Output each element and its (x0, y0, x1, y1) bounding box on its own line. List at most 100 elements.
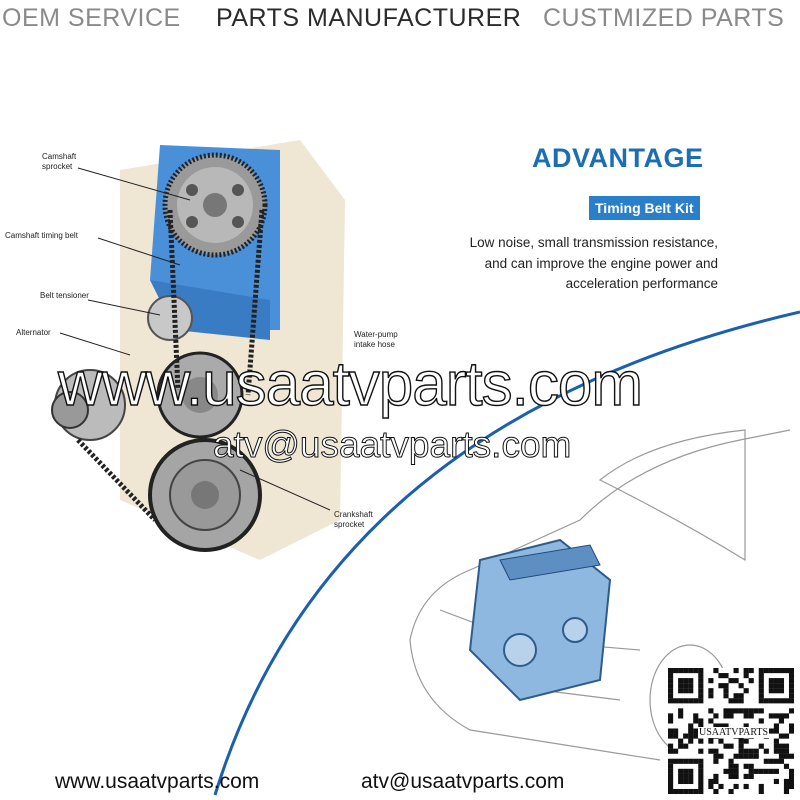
qr-module (743, 753, 749, 759)
header-customized-parts: CUSTMIZED PARTS (543, 4, 785, 32)
qr-module (678, 738, 684, 744)
qr-module (758, 673, 764, 679)
qr-module (698, 778, 704, 785)
qr-module (778, 748, 785, 754)
qr-module (773, 728, 779, 734)
qr-module (778, 683, 785, 689)
qr-module (728, 743, 734, 749)
qr-module (773, 768, 779, 774)
qr-module (673, 748, 679, 754)
qr-module (713, 713, 719, 719)
qr-module (688, 733, 694, 739)
watermark-website: www.usaatvparts.com (57, 350, 643, 419)
qr-module (758, 768, 764, 774)
qr-module (738, 738, 744, 744)
qr-module (668, 783, 674, 790)
qr-module (683, 778, 689, 785)
qr-module (768, 758, 774, 764)
engine-render (468, 538, 612, 702)
qr-module (773, 758, 779, 764)
qr-module (768, 728, 774, 734)
qr-module (768, 713, 774, 719)
qr-module (688, 698, 694, 704)
qr-module (688, 768, 694, 774)
qr-module (698, 688, 704, 694)
qr-module (698, 773, 704, 779)
qr-module (683, 788, 689, 794)
qr-module (668, 773, 674, 779)
qr-module (688, 688, 694, 694)
qr-module (773, 698, 779, 704)
label-alternator: Alternator (16, 328, 51, 337)
advantage-description: Low noise, small transmission resistance… (470, 233, 718, 295)
qr-module (773, 683, 779, 689)
qr-module (743, 748, 749, 754)
qr-module (783, 788, 790, 794)
qr-module (748, 748, 754, 754)
qr-module (758, 678, 764, 684)
qr-module (713, 758, 719, 764)
qr-module (698, 748, 704, 754)
qr-module (668, 728, 674, 734)
qr-module (673, 698, 679, 704)
qr-module (743, 738, 749, 744)
qr-module (728, 708, 734, 714)
qr-module (783, 778, 790, 785)
qr-module (708, 783, 714, 790)
qr-module (758, 688, 764, 694)
qr-module (708, 748, 714, 754)
qr-module (778, 758, 785, 764)
qr-module (768, 768, 774, 774)
qr-module (773, 778, 779, 785)
qr-module (723, 688, 729, 694)
qr-module (783, 753, 790, 759)
qr-module (693, 718, 699, 724)
qr-module (678, 758, 684, 764)
qr-module (748, 678, 754, 684)
qr-module (778, 688, 785, 694)
qr-module (683, 678, 689, 684)
qr-module (698, 783, 704, 790)
qr-module (713, 668, 719, 674)
timing-belt-engine-diagram (51, 140, 345, 560)
qr-module (728, 713, 734, 719)
footer-website[interactable]: www.usaatvparts.com (55, 770, 260, 793)
qr-module (698, 758, 704, 764)
qr-module (728, 768, 734, 774)
qr-module (758, 683, 764, 689)
qr-module (753, 708, 759, 714)
qr-module (768, 683, 774, 689)
qr-module (788, 753, 794, 759)
footer-email[interactable]: atv@usaatvparts.com (361, 770, 565, 793)
qr-module (773, 723, 779, 729)
qr-module (678, 708, 684, 714)
qr-module (713, 748, 719, 754)
qr-module (743, 783, 749, 790)
qr-module (708, 688, 714, 694)
qr-module (678, 788, 684, 794)
qr-module (723, 673, 729, 679)
qr-module (698, 693, 704, 699)
qr-module (668, 673, 674, 679)
qr-module (693, 728, 699, 734)
qr-module (688, 683, 694, 689)
qr-module (763, 748, 769, 754)
qr-module (683, 683, 689, 689)
qr-module (738, 693, 744, 699)
qr-module (788, 723, 794, 729)
qr-module (788, 678, 794, 684)
qr-module (763, 768, 769, 774)
qr-module (678, 778, 684, 785)
qr-module (688, 668, 694, 674)
qr-module (758, 788, 764, 794)
qr-module (768, 688, 774, 694)
qr-module (688, 773, 694, 779)
qr-module (768, 698, 774, 704)
qr-module (668, 748, 674, 754)
qr-module (748, 708, 754, 714)
label-camshaft-timing-belt: Camshaft timing belt (5, 231, 78, 240)
qr-module (788, 768, 794, 774)
qr-module (688, 778, 694, 785)
